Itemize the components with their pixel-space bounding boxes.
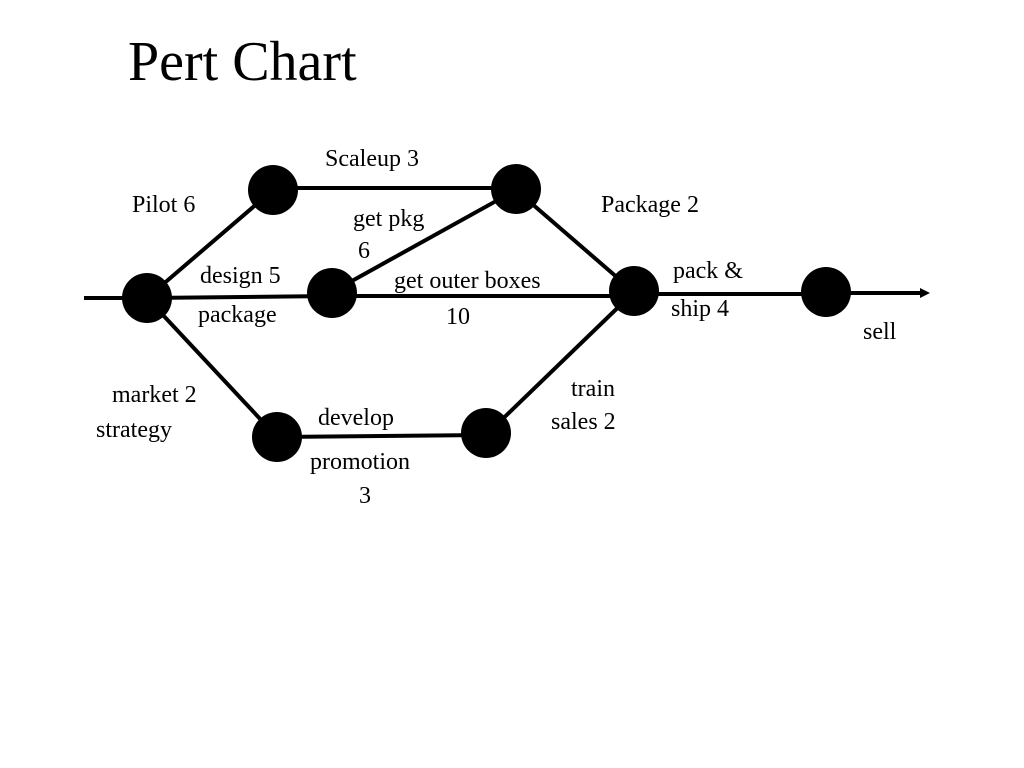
node-shipped [801, 267, 851, 317]
label-design-line1: design 5 [200, 263, 281, 289]
label-pilot: Pilot 6 [132, 192, 195, 218]
node-design-done [307, 268, 357, 318]
edge-get-pkg [331, 188, 517, 294]
label-get-pkg-line2: 6 [358, 238, 370, 264]
label-develop-line1: develop [318, 405, 394, 431]
node-pilot-done [248, 165, 298, 215]
edge-develop-promotion [276, 433, 487, 439]
node-start [122, 273, 172, 323]
node-scaleup-done [491, 164, 541, 214]
label-outer-boxes-line2: 10 [446, 304, 470, 330]
label-get-pkg-line1: get pkg [353, 206, 424, 232]
label-scaleup: Scaleup 3 [325, 146, 419, 172]
label-pack-line1: pack & [673, 258, 743, 284]
label-develop-line3: 3 [359, 483, 371, 509]
edge-market-strategy [145, 296, 279, 439]
label-develop-line2: promotion [310, 449, 410, 475]
label-train-line2: sales 2 [551, 409, 616, 435]
label-market-line1: market 2 [112, 382, 197, 408]
edge-pilot [145, 188, 275, 300]
label-train-line1: train [571, 376, 615, 402]
node-promotion-done [461, 408, 511, 458]
page-title: Pert Chart [128, 31, 357, 93]
label-package-activity: Package 2 [601, 192, 699, 218]
edge-train-sales [484, 290, 636, 437]
edge-design-package [146, 294, 333, 300]
label-market-line2: strategy [96, 417, 172, 443]
node-merge [609, 266, 659, 316]
node-strategy-done [252, 412, 302, 462]
edge-package [514, 188, 636, 294]
label-sell: sell [863, 319, 897, 345]
label-outer-boxes-line1: get outer boxes [394, 268, 541, 294]
label-pack-line2: ship 4 [671, 296, 729, 322]
label-design-line2: package [198, 302, 277, 328]
